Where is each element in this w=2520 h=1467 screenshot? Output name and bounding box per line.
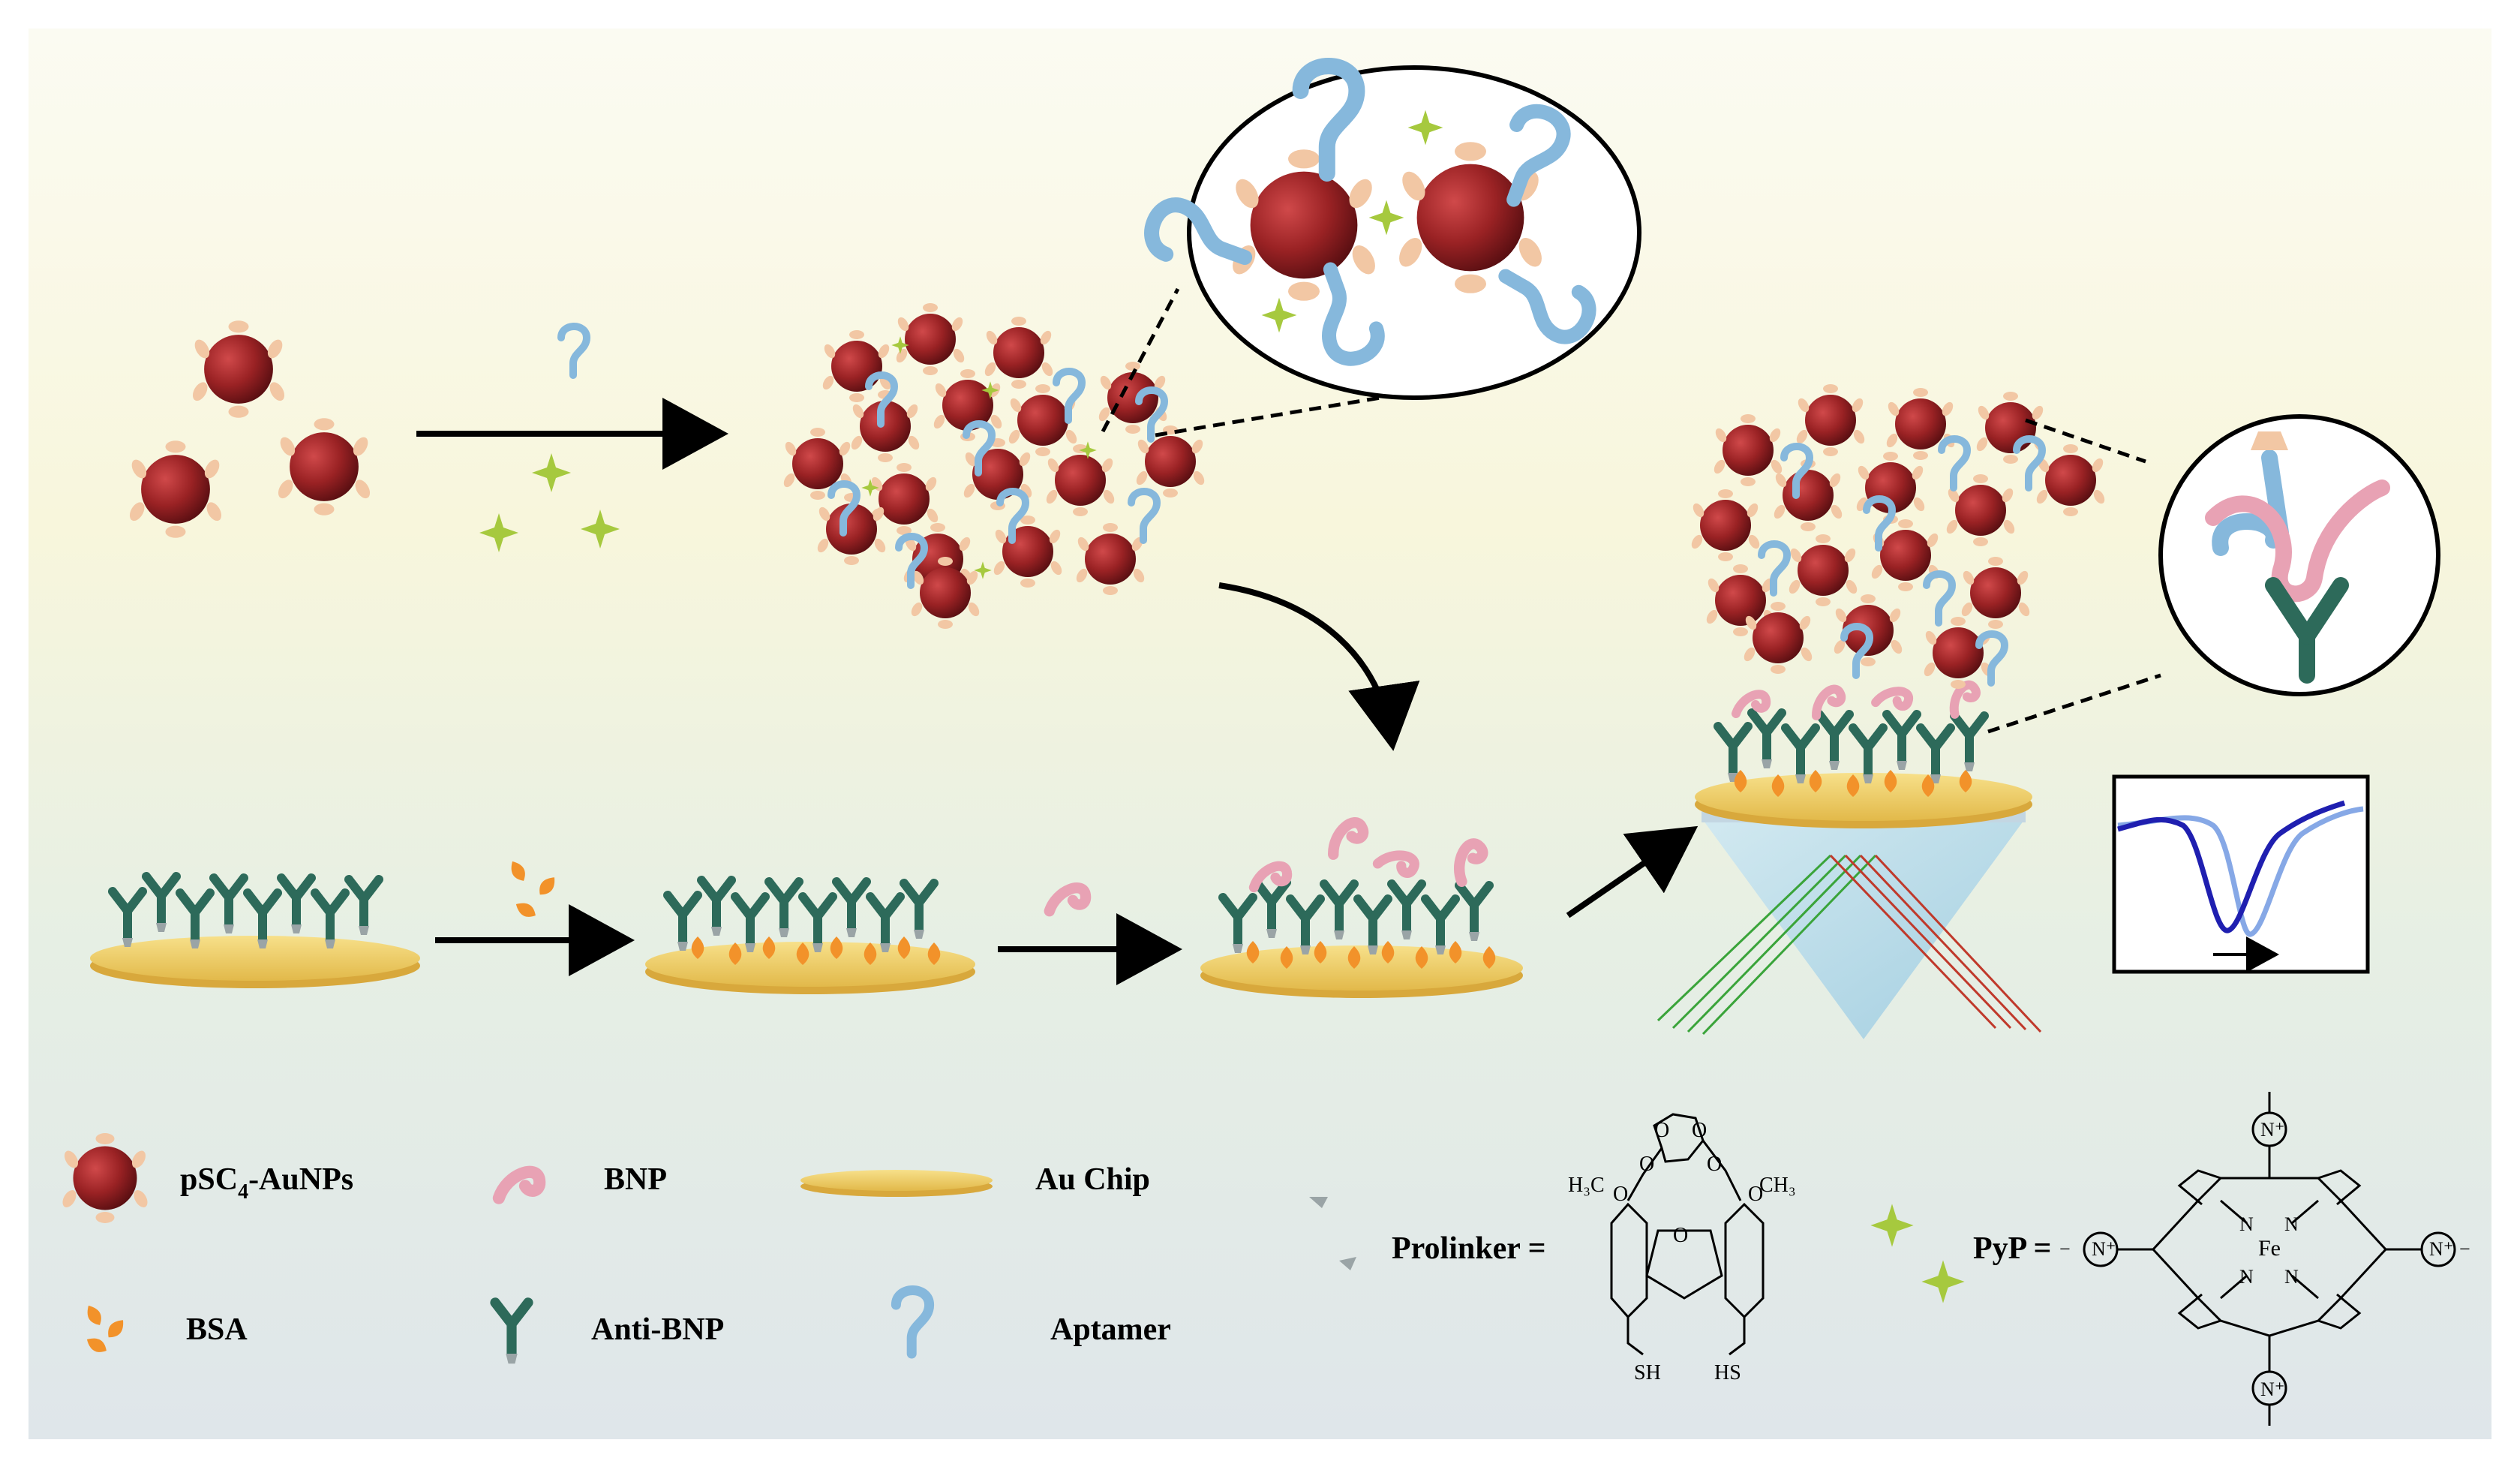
legend-aunp-label: pSC4-AuNPs xyxy=(180,1162,353,1204)
prolinker-o-1: O xyxy=(1613,1183,1628,1206)
prolinker-o-2: O xyxy=(1748,1183,1763,1206)
chip-antibody-bsa-bnp xyxy=(1200,820,1523,998)
zoom-line-top-1 xyxy=(1101,287,1180,433)
pyp-structure xyxy=(2083,1092,2456,1426)
prolinker-o-3: O xyxy=(1654,1119,1669,1142)
pyp-n-left: N⁺ xyxy=(2092,1238,2116,1260)
legend: pSC4-AuNPs BNP Au Chip BSA Anti-BNP Apta… xyxy=(59,1092,2470,1426)
prolinker-hs-right: HS xyxy=(1714,1361,1741,1384)
prolinker-structure xyxy=(1610,1113,1765,1356)
prolinker-o-6: O xyxy=(1707,1153,1722,1176)
legend-bnp-label: BNP xyxy=(604,1162,667,1197)
prolinker-ch3-right: CH₃ xyxy=(1759,1174,1796,1197)
legend-chip-icon xyxy=(800,1170,993,1197)
chip-antibody xyxy=(90,876,420,988)
zoom-detail-right xyxy=(2205,431,2390,684)
pyp-bond-left: − xyxy=(2059,1238,2071,1260)
pyp-n-1: N xyxy=(2239,1213,2254,1235)
pyp-n-3: N xyxy=(2239,1266,2254,1288)
pyp-bond-right: − xyxy=(2459,1238,2470,1260)
prolinker-ch3-left: H₃C xyxy=(1568,1174,1605,1197)
arrow-aggregate-to-chip xyxy=(1218,582,1420,751)
pyp-n-bottom: N⁺ xyxy=(2260,1378,2285,1400)
prolinker-o-7: O xyxy=(1673,1224,1688,1247)
pyp-n-2: N xyxy=(2284,1213,2299,1235)
prolinker-o-5: O xyxy=(1639,1153,1654,1176)
zoom-line-top-2 xyxy=(1155,388,1426,437)
pyp-n-right: N⁺ xyxy=(2429,1238,2454,1260)
legend-pyp-label: PyP = xyxy=(1973,1231,2051,1266)
legend-chip-label: Au Chip xyxy=(1035,1162,1150,1197)
legend-prolinker-icon xyxy=(1309,1197,1356,1270)
arrow-to-spr xyxy=(1566,825,1699,918)
zoom-line-right-1 xyxy=(1987,673,2161,734)
legend-antibody-label: Anti-BNP xyxy=(591,1312,724,1347)
spr-spectrum-inset xyxy=(2112,774,2370,974)
chip-antibody-bsa xyxy=(645,880,975,994)
pyp-n-top: N⁺ xyxy=(2260,1119,2285,1141)
prolinker-o-4: O xyxy=(1692,1119,1707,1142)
zoom-line-right-2 xyxy=(2025,418,2146,464)
legend-bsa-label: BSA xyxy=(186,1312,248,1347)
pyp-fe: Fe xyxy=(2258,1236,2281,1261)
spr-setup xyxy=(1656,384,2107,1039)
legend-aptamer-label: Aptamer xyxy=(1050,1312,1171,1347)
prolinker-sh-left: SH xyxy=(1634,1361,1661,1384)
legend-prolinker-label: Prolinker = xyxy=(1392,1231,1546,1266)
pyp-n-4: N xyxy=(2284,1266,2299,1288)
